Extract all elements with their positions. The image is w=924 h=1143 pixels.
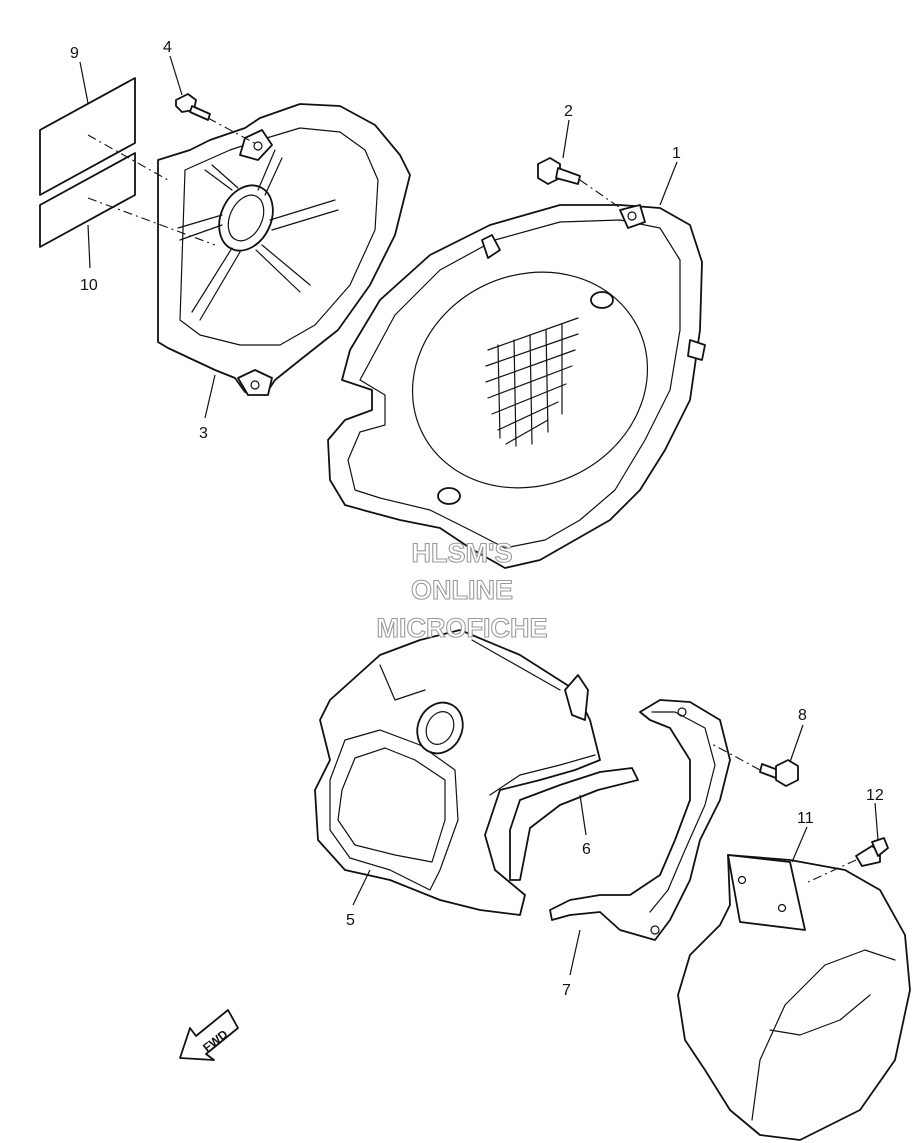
callout-10: 10 [80,277,98,294]
part-2-bolt [537,157,581,185]
watermark: HLSM'S ONLINE MICROFICHE [376,537,548,643]
part-9-label-plate [39,77,136,196]
part-12-rivet [855,837,889,867]
callout-9: 9 [70,45,79,62]
part-4-screw [175,93,211,121]
callout-12: 12 [866,787,884,804]
watermark-line-2: ONLINE [411,575,513,605]
part-10-label-plate [39,152,136,248]
callout-11: 11 [797,810,814,827]
callout-3: 3 [199,425,208,442]
callout-4: 4 [163,39,172,56]
callout-6: 6 [582,841,591,858]
assembly-line-10 [87,197,216,246]
callout-5: 5 [346,912,355,929]
assembly-line-9 [87,134,169,181]
callout-2: 2 [564,103,573,120]
part-6-bracket-strip [509,767,639,881]
callout-7: 7 [562,982,571,999]
watermark-line-1: HLSM'S [412,538,513,568]
callout-8: 8 [798,707,807,724]
assembly-line-8 [711,743,761,771]
assembly-line-12 [807,859,857,883]
part-7-seal-plate [549,699,731,941]
watermark-line-3: MICROFICHE [377,613,548,643]
part-8-bolt [759,759,799,787]
part-11-duct [677,854,911,1141]
callout-1: 1 [672,145,681,162]
leader-lines [79,55,879,976]
part-3-outer-cover [157,103,411,396]
assembly-line-2 [579,179,627,213]
forward-direction-arrow: FWD [179,1009,239,1061]
part-1-shroud [327,204,706,569]
part-5-lower-cover [314,629,601,916]
